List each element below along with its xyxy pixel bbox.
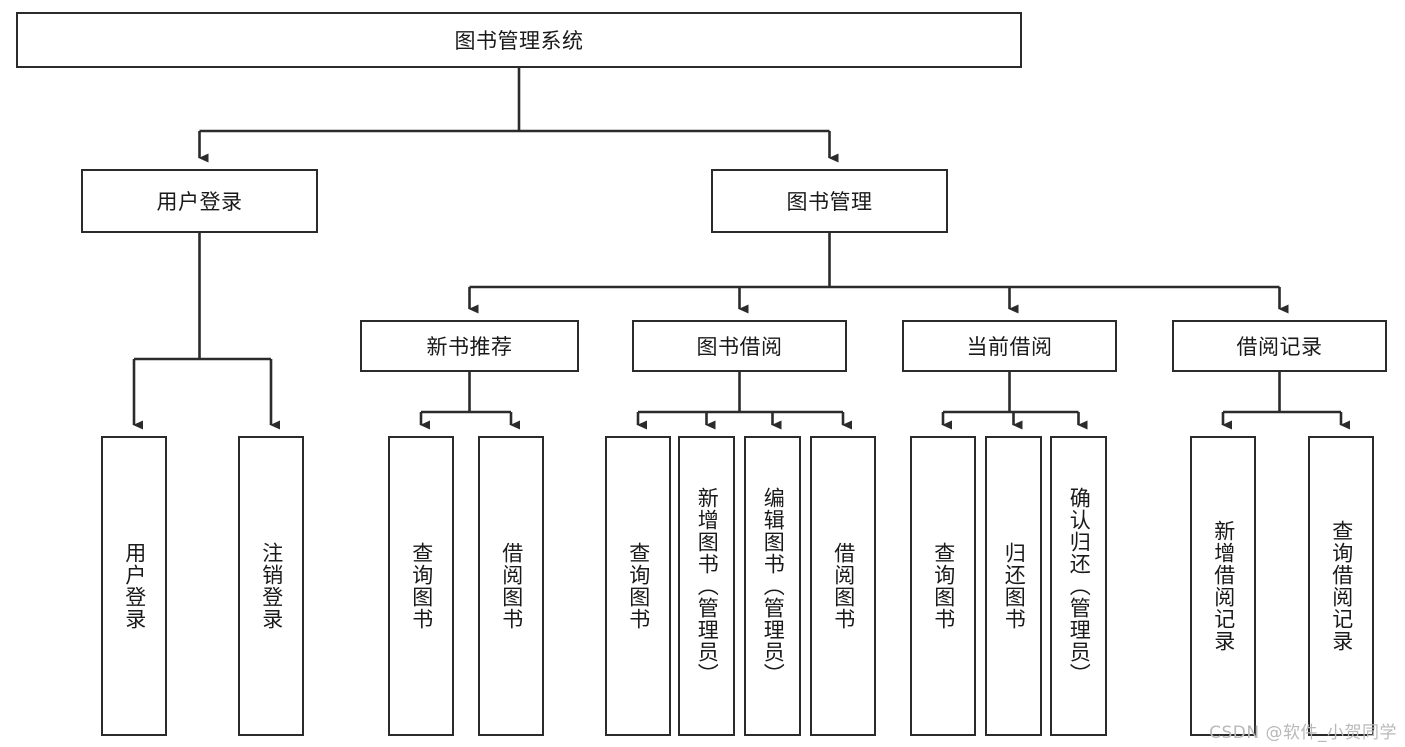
node-label: 用户登录 bbox=[122, 542, 147, 630]
node-label: 图书管理系统 bbox=[454, 29, 584, 53]
node-root[interactable]: 图书管理系统 bbox=[16, 12, 1022, 68]
node-label: 当前借阅 bbox=[966, 335, 1053, 359]
node-label: 查询图书 bbox=[626, 542, 651, 630]
node-leaf-new-1[interactable]: 查询图书 bbox=[388, 436, 454, 736]
node-label: 确认归还（管理员） bbox=[1067, 487, 1092, 685]
node-label: 用户登录 bbox=[156, 190, 243, 214]
node-label: 新增借阅记录 bbox=[1211, 520, 1236, 652]
node-newbook[interactable]: 新书推荐 bbox=[360, 320, 579, 372]
node-label: 注销登录 bbox=[259, 542, 284, 630]
node-leaf-cur-2[interactable]: 归还图书 bbox=[985, 436, 1042, 736]
node-label: 查询图书 bbox=[409, 542, 434, 630]
node-label: 归还图书 bbox=[1002, 542, 1027, 630]
node-login[interactable]: 用户登录 bbox=[81, 169, 318, 233]
node-bookmgmt[interactable]: 图书管理 bbox=[711, 169, 948, 233]
node-label: 借阅记录 bbox=[1236, 335, 1323, 359]
node-leaf-borrow-1[interactable]: 查询图书 bbox=[605, 436, 671, 736]
node-leaf-cur-3[interactable]: 确认归还（管理员） bbox=[1050, 436, 1107, 736]
node-leaf-borrow-2[interactable]: 新增图书（管理员） bbox=[678, 436, 735, 736]
node-leaf-rec-2[interactable]: 查询借阅记录 bbox=[1308, 436, 1374, 736]
node-label: 查询图书 bbox=[931, 542, 956, 630]
node-label: 编辑图书（管理员） bbox=[761, 487, 786, 685]
node-leaf-login-1[interactable]: 用户登录 bbox=[101, 436, 167, 736]
node-label: 查询借阅记录 bbox=[1329, 520, 1354, 652]
connector-group bbox=[132, 68, 1350, 430]
node-label: 借阅图书 bbox=[831, 542, 856, 630]
node-leaf-borrow-4[interactable]: 借阅图书 bbox=[810, 436, 876, 736]
node-label: 新增图书（管理员） bbox=[695, 487, 720, 685]
node-label: 图书借阅 bbox=[696, 335, 783, 359]
node-leaf-borrow-3[interactable]: 编辑图书（管理员） bbox=[744, 436, 801, 736]
node-leaf-new-2[interactable]: 借阅图书 bbox=[478, 436, 544, 736]
node-borrow[interactable]: 图书借阅 bbox=[632, 320, 847, 372]
node-leaf-cur-1[interactable]: 查询图书 bbox=[910, 436, 976, 736]
node-label: 新书推荐 bbox=[426, 335, 513, 359]
node-label: 图书管理 bbox=[786, 190, 873, 214]
node-leaf-rec-1[interactable]: 新增借阅记录 bbox=[1190, 436, 1256, 736]
node-label: 借阅图书 bbox=[499, 542, 524, 630]
node-records[interactable]: 借阅记录 bbox=[1172, 320, 1387, 372]
node-current[interactable]: 当前借阅 bbox=[902, 320, 1117, 372]
node-leaf-login-2[interactable]: 注销登录 bbox=[238, 436, 304, 736]
